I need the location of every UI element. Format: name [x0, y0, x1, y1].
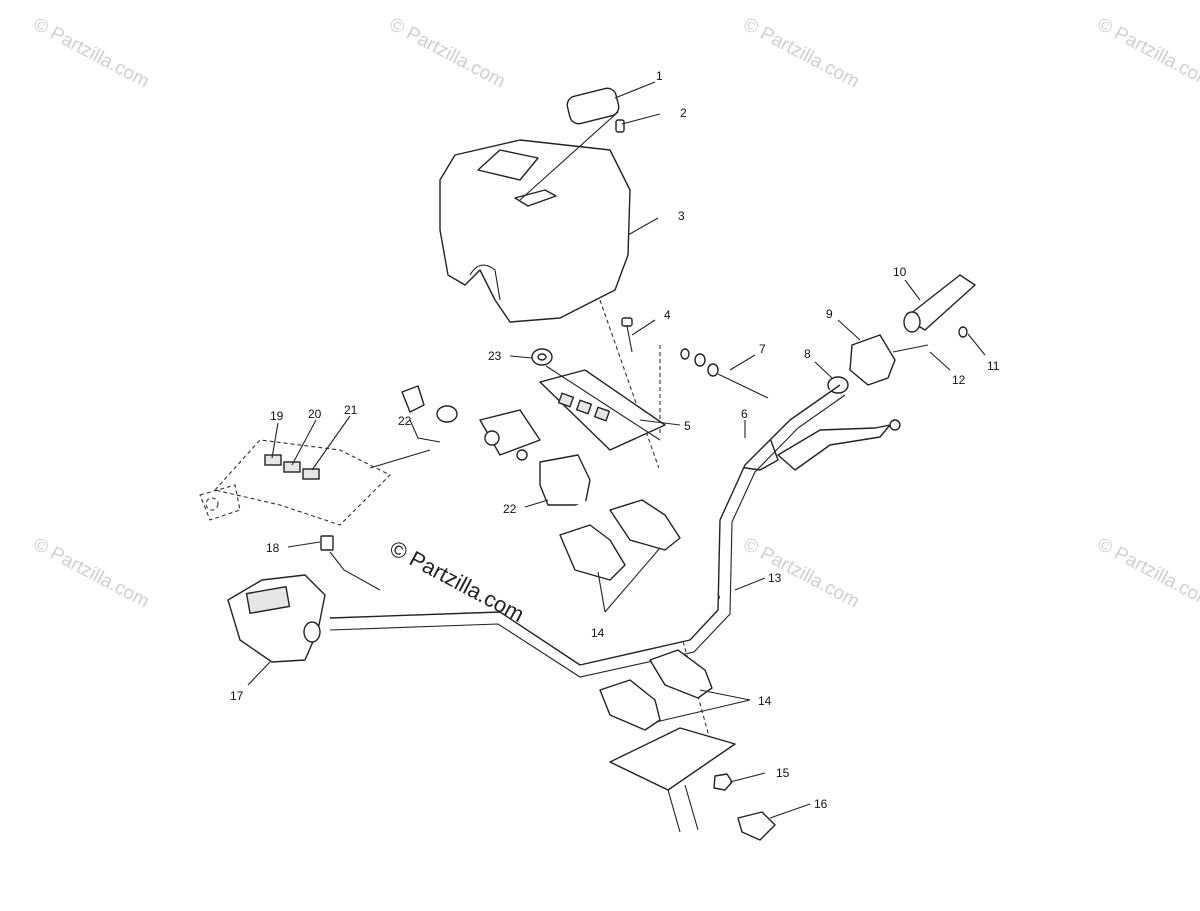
callout-number: 5 — [684, 419, 691, 433]
callout-number: 22 — [503, 502, 517, 516]
callout-number: 10 — [893, 265, 907, 279]
callout-number: 19 — [270, 409, 284, 423]
decal-part — [566, 87, 620, 125]
throttle-housing-part — [849, 334, 929, 386]
callout-labels: 1 2 3 4 5 6 7 8 9 10 11 12 13 14 14 15 1… — [230, 69, 1000, 811]
connector-part — [320, 535, 381, 591]
handlebar-part — [329, 384, 846, 678]
handlebar-cover-part — [439, 139, 631, 323]
callout-number: 15 — [776, 766, 790, 780]
callout-number: 18 — [266, 541, 280, 555]
callout-number: 8 — [804, 347, 811, 361]
watermark-text: © Partzilla.com — [30, 534, 153, 613]
small-nut-part — [958, 326, 968, 338]
watermark-text: © Partzilla.com — [1094, 534, 1200, 613]
callout-leaders — [247, 81, 986, 819]
watermark-text: © Partzilla.com — [740, 534, 863, 613]
callout-number: 6 — [741, 407, 748, 421]
callout-number: 23 — [488, 349, 502, 363]
bolt-part — [621, 317, 633, 353]
callout-number: 17 — [230, 689, 244, 703]
throttle-cable-part — [680, 348, 769, 399]
mount-nut-part — [713, 773, 733, 791]
callout-number: 14 — [591, 626, 605, 640]
mount-plate-part — [609, 727, 736, 833]
callout-number: 22 — [398, 414, 412, 428]
screw-part — [615, 119, 625, 133]
watermark-text: © Partzilla.com — [740, 14, 863, 93]
callout-number: 14 — [758, 694, 772, 708]
watermark-text: © Partzilla.com — [1094, 14, 1200, 93]
switch-bracket-part — [479, 369, 666, 456]
callout-number: 4 — [664, 308, 671, 322]
callout-number: 3 — [678, 209, 685, 223]
callout-number: 12 — [952, 373, 966, 387]
handlebar-clamp-upper — [559, 499, 681, 581]
callout-number: 11 — [987, 359, 1000, 373]
nut-part — [531, 348, 553, 366]
callout-number: 1 — [656, 69, 663, 83]
hand-grip-part — [903, 274, 976, 333]
cable-clip-part — [737, 811, 776, 841]
callout-number: 21 — [344, 403, 358, 417]
ignition-switch-part — [401, 385, 591, 506]
callout-number: 7 — [759, 342, 766, 356]
callout-number: 9 — [826, 307, 833, 321]
callout-number: 20 — [308, 407, 322, 421]
callout-number: 16 — [814, 797, 828, 811]
handlebar-clamp-lower — [599, 649, 713, 731]
watermark-text: © Partzilla.com — [386, 14, 509, 93]
watermark-text: © Partzilla.com — [30, 14, 153, 93]
callout-number: 13 — [768, 571, 782, 585]
callout-number: 2 — [680, 106, 687, 120]
switch-panel-part — [199, 439, 391, 526]
left-control-switch-part — [227, 574, 326, 663]
